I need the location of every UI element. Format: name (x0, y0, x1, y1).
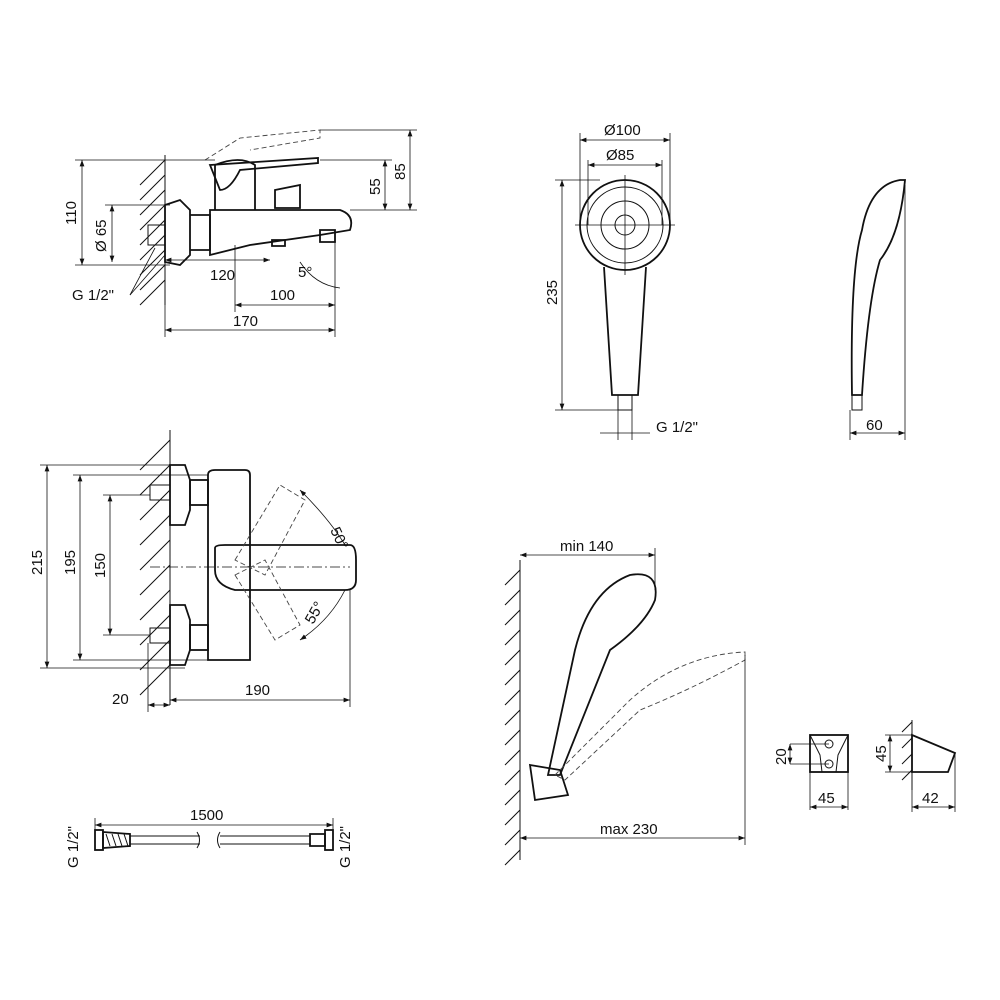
dim-height-110: 110 (63, 201, 80, 225)
lever-open-position (204, 129, 321, 161)
shower-head-side: 60 (849, 179, 906, 440)
wall-hatch (139, 155, 166, 306)
hand-shower-upright (546, 573, 657, 776)
dim-215: 215 (29, 550, 46, 575)
hand-shower-tilted (554, 651, 746, 781)
dim-170: 170 (233, 313, 258, 330)
lever-down-position (234, 559, 301, 641)
body (207, 469, 251, 661)
shower-hose: 1500 G 1/2" G 1/2" (65, 807, 354, 868)
diverter (274, 183, 301, 209)
spout-outlet (319, 229, 336, 243)
mixer-side-view: 110 Ø 65 G 1/2" 120 100 170 55 85 5° (63, 129, 417, 337)
dim-235: 235 (544, 280, 561, 305)
dim-100: 100 (270, 287, 295, 304)
flange (164, 198, 191, 266)
dim-diameter-85: Ø85 (606, 147, 634, 164)
dim-holder-42: 42 (922, 790, 939, 807)
dim-150: 150 (92, 553, 109, 578)
dim-60: 60 (866, 417, 883, 434)
thread-label: G 1/2" (656, 419, 698, 436)
dim-holder-20: 20 (773, 748, 790, 765)
body (209, 209, 353, 257)
dim-195: 195 (62, 550, 79, 575)
dim-holder-height-45: 45 (873, 745, 890, 762)
dim-190: 190 (245, 682, 270, 699)
thread-connector (147, 224, 166, 246)
dim-diameter-100: Ø100 (604, 122, 641, 139)
wall-mounted-shower: min 140 max 230 (504, 538, 746, 866)
dim-85: 85 (392, 163, 409, 180)
dim-max-230: max 230 (600, 821, 658, 838)
connector (190, 214, 211, 251)
dim-1500: 1500 (190, 807, 223, 824)
dim-20: 20 (112, 691, 129, 708)
thread-left: G 1/2" (65, 826, 82, 868)
dim-120: 120 (210, 267, 235, 284)
dim-angle-5: 5° (298, 264, 312, 281)
dim-min-140: min 140 (560, 538, 613, 555)
cartridge (214, 159, 256, 210)
thread-connector (617, 394, 633, 411)
handle (603, 266, 647, 396)
dim-angle-55: 55° (302, 599, 328, 627)
dim-angle-50: 50° (326, 525, 351, 553)
lever-up-position (234, 484, 306, 576)
dim-diameter-65: Ø 65 (93, 219, 110, 252)
dim-55: 55 (367, 178, 384, 195)
thread-label: G 1/2" (72, 287, 114, 304)
holder-detail: 20 45 45 42 (773, 720, 957, 812)
shower-outlet (271, 239, 286, 247)
mixer-front-view: 50° 55° 215 195 150 20 190 (29, 430, 357, 712)
dim-holder-45: 45 (818, 790, 835, 807)
lever (214, 544, 357, 591)
thread-right: G 1/2" (337, 826, 354, 868)
lever (208, 157, 319, 191)
shower-head-front: Ø100 Ø85 235 G 1/2" (544, 122, 698, 440)
